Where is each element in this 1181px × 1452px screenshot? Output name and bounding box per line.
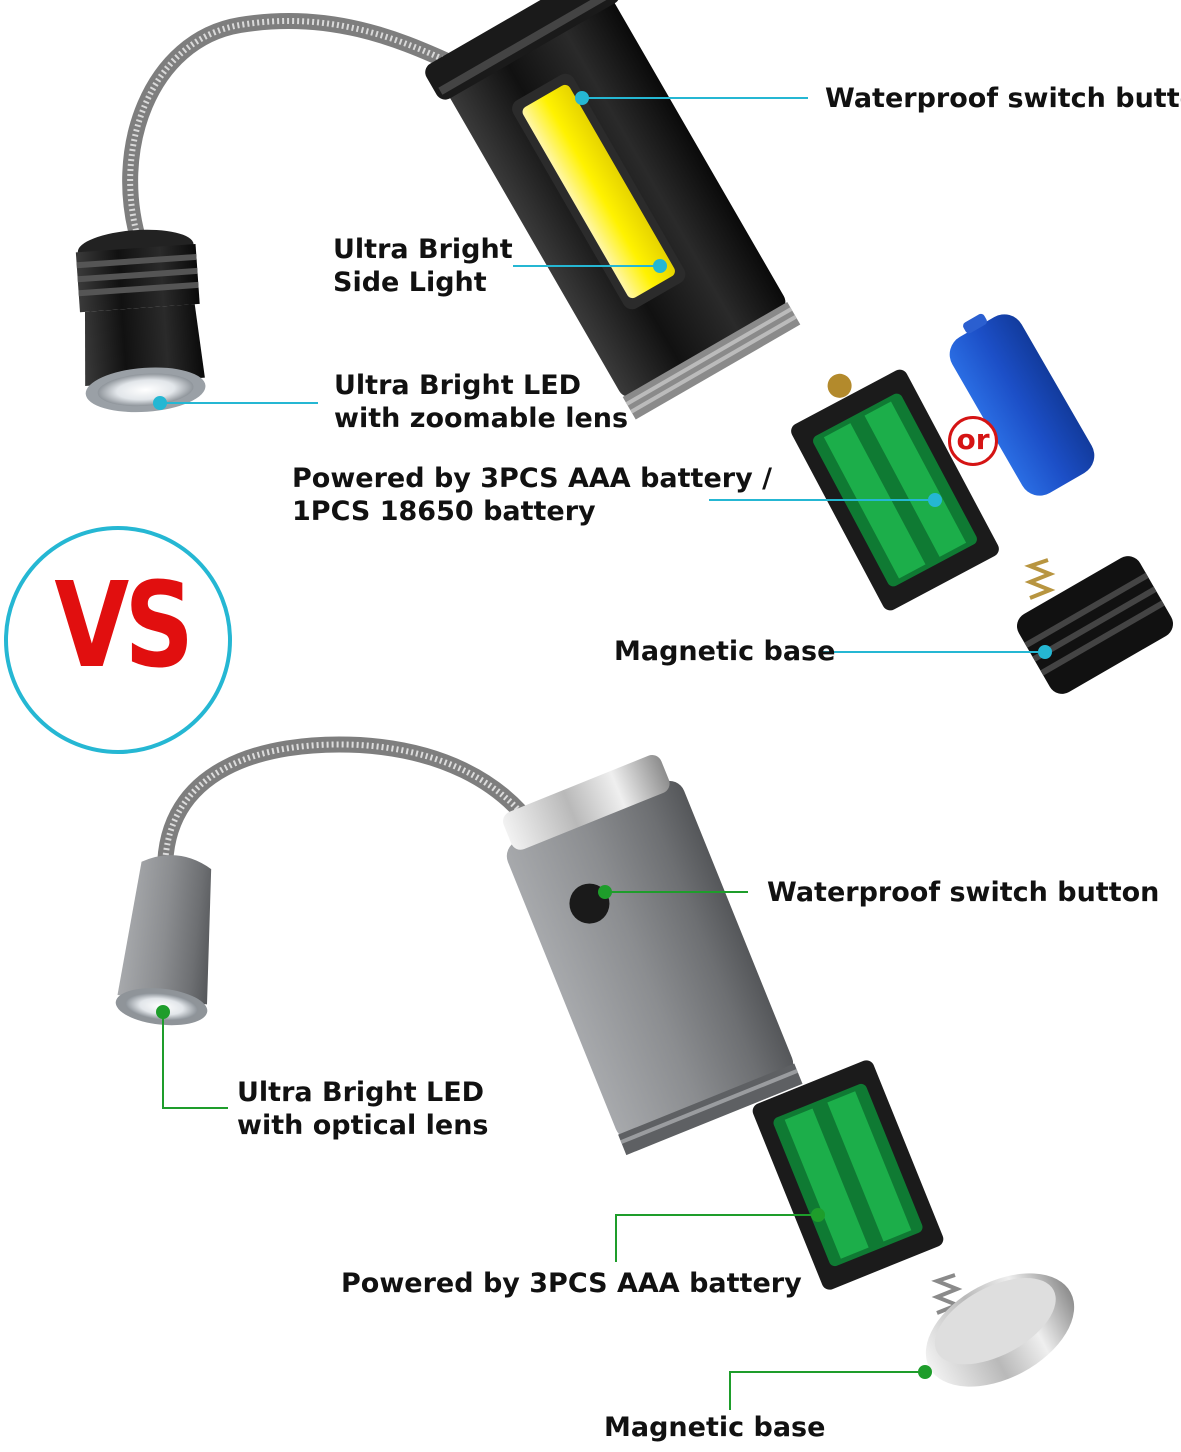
vs-circle [4, 526, 232, 754]
top-led-line1: Ultra Bright LED [334, 370, 582, 401]
bottom-body [503, 755, 803, 1156]
or-badge: or [948, 416, 998, 466]
top-body [425, 0, 801, 420]
bottom-switch-label: Waterproof switch button [767, 877, 1160, 908]
top-side-light-line1: Ultra Bright [333, 234, 513, 265]
top-battery-label: Powered by 3PCS AAA battery / 1PCS 18650… [292, 462, 772, 528]
top-18650-battery [949, 313, 1095, 496]
bottom-led-label: Ultra Bright LED with optical lens [237, 1076, 489, 1142]
bottom-led-line1: Ultra Bright LED [237, 1077, 485, 1108]
bottom-led-line2: with optical lens [237, 1110, 489, 1141]
bottom-callout-lines [156, 885, 932, 1410]
top-led-line2: with zoomable lens [334, 403, 629, 434]
top-side-light-line2: Side Light [333, 267, 487, 298]
top-gooseneck [122, 12, 453, 253]
top-base-label: Magnetic base [614, 636, 836, 667]
bottom-magnetic-base [925, 1273, 1075, 1387]
top-battery-line2: 1PCS 18650 battery [292, 496, 596, 527]
bottom-gooseneck [157, 736, 543, 878]
top-switch-label: Waterproof switch button [825, 83, 1181, 114]
top-spring [1024, 558, 1056, 600]
bottom-head [115, 855, 212, 1026]
top-side-light-label: Ultra Bright Side Light [333, 233, 513, 299]
top-magnetic-base [1017, 556, 1173, 694]
top-callout-lines [153, 91, 1052, 659]
bottom-flashlight [115, 736, 1075, 1387]
top-led-label: Ultra Bright LED with zoomable lens [334, 369, 628, 435]
bottom-aaa-holder [752, 1060, 944, 1290]
bottom-base-label: Magnetic base [604, 1412, 826, 1443]
top-battery-line1: Powered by 3PCS AAA battery / [292, 463, 772, 494]
top-head [75, 229, 206, 413]
vs-label: VS [54, 556, 194, 694]
bottom-battery-label: Powered by 3PCS AAA battery [341, 1268, 802, 1299]
